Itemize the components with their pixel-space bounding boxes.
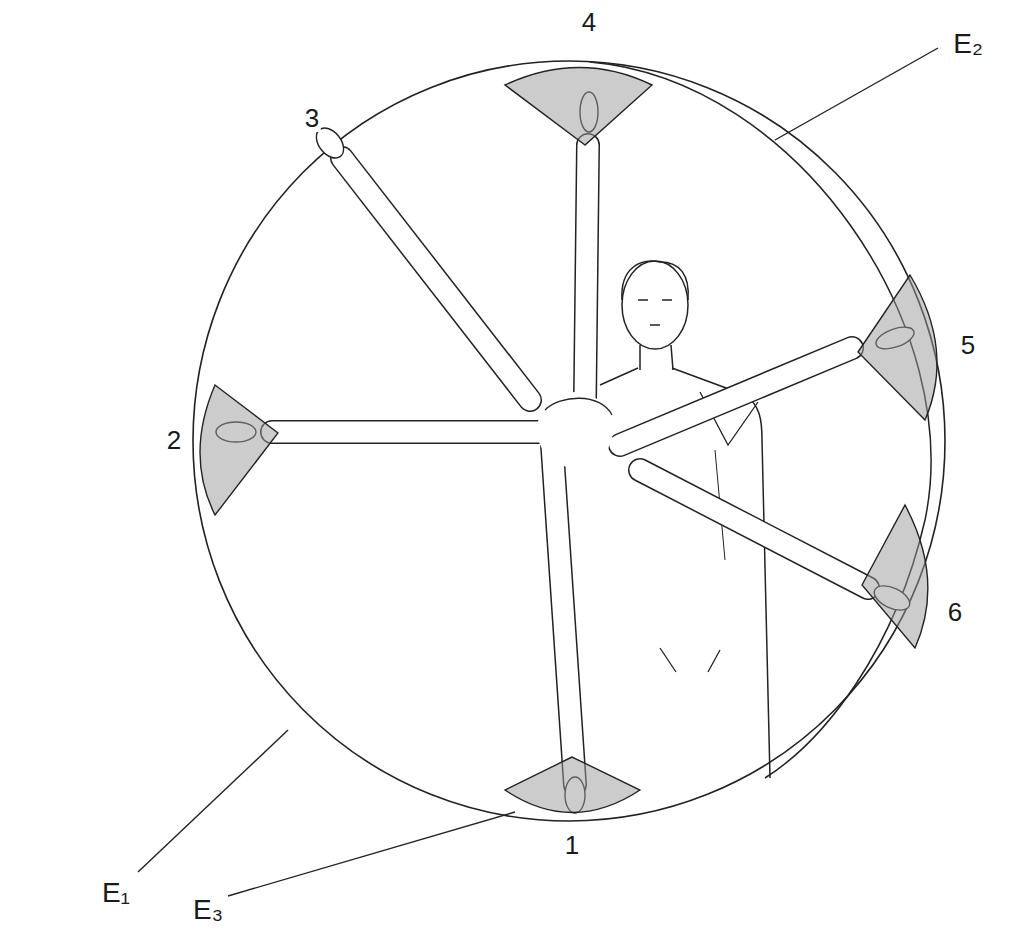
callout-number: 2	[165, 426, 183, 454]
arm	[585, 145, 588, 400]
arm	[272, 422, 540, 443]
range-sector	[858, 275, 937, 420]
arm	[342, 158, 530, 400]
hands	[216, 92, 917, 813]
region-label: E₂	[951, 29, 985, 59]
callout-number: 4	[580, 8, 598, 36]
callout-number: 1	[563, 831, 581, 859]
arm	[640, 470, 868, 588]
range-sector	[505, 757, 640, 813]
outer-circle	[193, 61, 945, 821]
arm	[620, 348, 852, 445]
range-sector	[505, 68, 652, 146]
arm	[342, 158, 530, 400]
face	[638, 300, 672, 325]
callout-number: 3	[303, 104, 321, 132]
range-sectors	[200, 68, 937, 813]
shoulder-line	[545, 398, 612, 415]
arm	[552, 445, 575, 785]
arm	[620, 348, 852, 445]
shoulder	[537, 392, 613, 468]
arm-outlines	[272, 145, 868, 785]
leader-line	[775, 48, 938, 140]
arm	[552, 445, 575, 785]
leader-line	[228, 812, 515, 896]
arm	[640, 470, 868, 588]
range-sector	[200, 385, 278, 515]
leader-line	[138, 730, 288, 872]
arm-fills	[272, 145, 868, 785]
callout-number: 5	[959, 331, 977, 359]
meridian-arc	[590, 62, 931, 778]
region-label: E₃	[191, 895, 225, 925]
region-label: E₁	[100, 878, 132, 908]
arm	[272, 420, 540, 444]
arm	[585, 145, 588, 400]
head	[622, 261, 688, 349]
hip-lines	[660, 648, 720, 672]
range-sector	[862, 505, 928, 648]
callout-number: 6	[946, 598, 964, 626]
leader-lines	[138, 48, 938, 896]
hair	[622, 261, 688, 300]
